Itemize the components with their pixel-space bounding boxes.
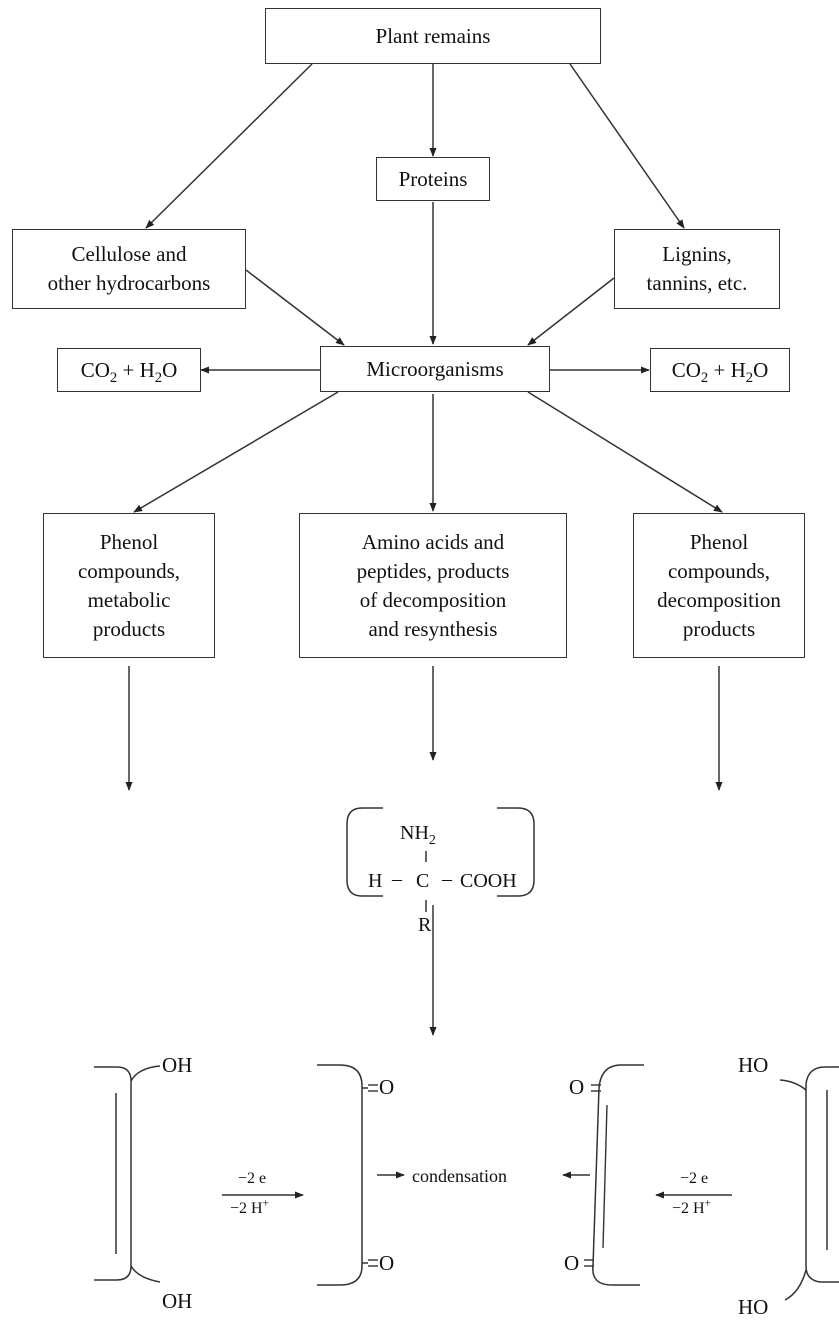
formula-r: R bbox=[418, 914, 432, 936]
node-cellulose: Cellulose and other hydrocarbons bbox=[12, 229, 246, 309]
formula-dash-right: – bbox=[442, 868, 452, 890]
ho-bottom-right: HO bbox=[738, 1295, 769, 1319]
ring-right-bracket bbox=[805, 1066, 839, 1283]
o-center-bottom: O bbox=[379, 1251, 395, 1275]
quinone-right-bracket bbox=[592, 1064, 644, 1286]
co2-formula: CO2 + H2O bbox=[671, 357, 769, 386]
ring-left-bracket bbox=[94, 1066, 132, 1281]
node-amino-acids: Amino acids and peptides, products of de… bbox=[299, 513, 567, 658]
formula-h: H bbox=[368, 870, 383, 892]
arrow-microorganisms-to-phenol-metabolic bbox=[133, 391, 339, 513]
node-microorganisms: Microorganisms bbox=[320, 346, 550, 392]
quinone-center-bracket bbox=[317, 1064, 363, 1286]
node-plant-remains: Plant remains bbox=[265, 8, 601, 64]
condensation-label: condensation bbox=[412, 1166, 507, 1186]
oxidation-left-bottom: −2 H+ bbox=[230, 1197, 269, 1217]
oh-bottom-left: OH bbox=[162, 1289, 193, 1313]
node-co2-right: CO2 + H2O bbox=[650, 348, 790, 392]
formula-nh2: NH2 bbox=[400, 822, 436, 848]
ho-top-right: HO bbox=[738, 1053, 769, 1077]
formula-cooh: COOH bbox=[460, 870, 517, 892]
arrow-plant-to-cellulose bbox=[145, 63, 313, 229]
oh-top-left: OH bbox=[162, 1053, 193, 1077]
oxidation-left-top: −2 e bbox=[238, 1170, 267, 1187]
arrow-lignins-to-microorganisms bbox=[527, 277, 615, 346]
o-right-top: O bbox=[569, 1075, 585, 1099]
formula-c: C bbox=[416, 870, 430, 892]
ring-left-outer bbox=[130, 1065, 161, 1082]
ring-left-outer-bottom bbox=[130, 1265, 161, 1283]
formula-left-bracket bbox=[346, 807, 383, 897]
arrow-microorganisms-to-phenol-decomposition bbox=[527, 391, 723, 513]
formula-dash-left: – bbox=[392, 868, 402, 890]
node-phenol-decomposition: Phenol compounds, decomposition products bbox=[633, 513, 805, 658]
node-lignins: Lignins, tannins, etc. bbox=[614, 229, 780, 309]
arrow-cellulose-to-microorganisms bbox=[245, 269, 345, 346]
co2-formula: CO2 + H2O bbox=[80, 357, 178, 386]
node-co2-left: CO2 + H2O bbox=[57, 348, 201, 392]
formula-right-bracket bbox=[497, 807, 535, 897]
o-right-bottom: O bbox=[564, 1251, 580, 1275]
arrow-plant-to-lignins bbox=[569, 63, 685, 229]
node-phenol-metabolic: Phenol compounds, metabolic products bbox=[43, 513, 215, 658]
o-center-top: O bbox=[379, 1075, 395, 1099]
node-proteins: Proteins bbox=[376, 157, 490, 201]
oxidation-right-bottom: −2 H+ bbox=[672, 1197, 711, 1217]
oxidation-right-top: −2 e bbox=[680, 1170, 709, 1187]
